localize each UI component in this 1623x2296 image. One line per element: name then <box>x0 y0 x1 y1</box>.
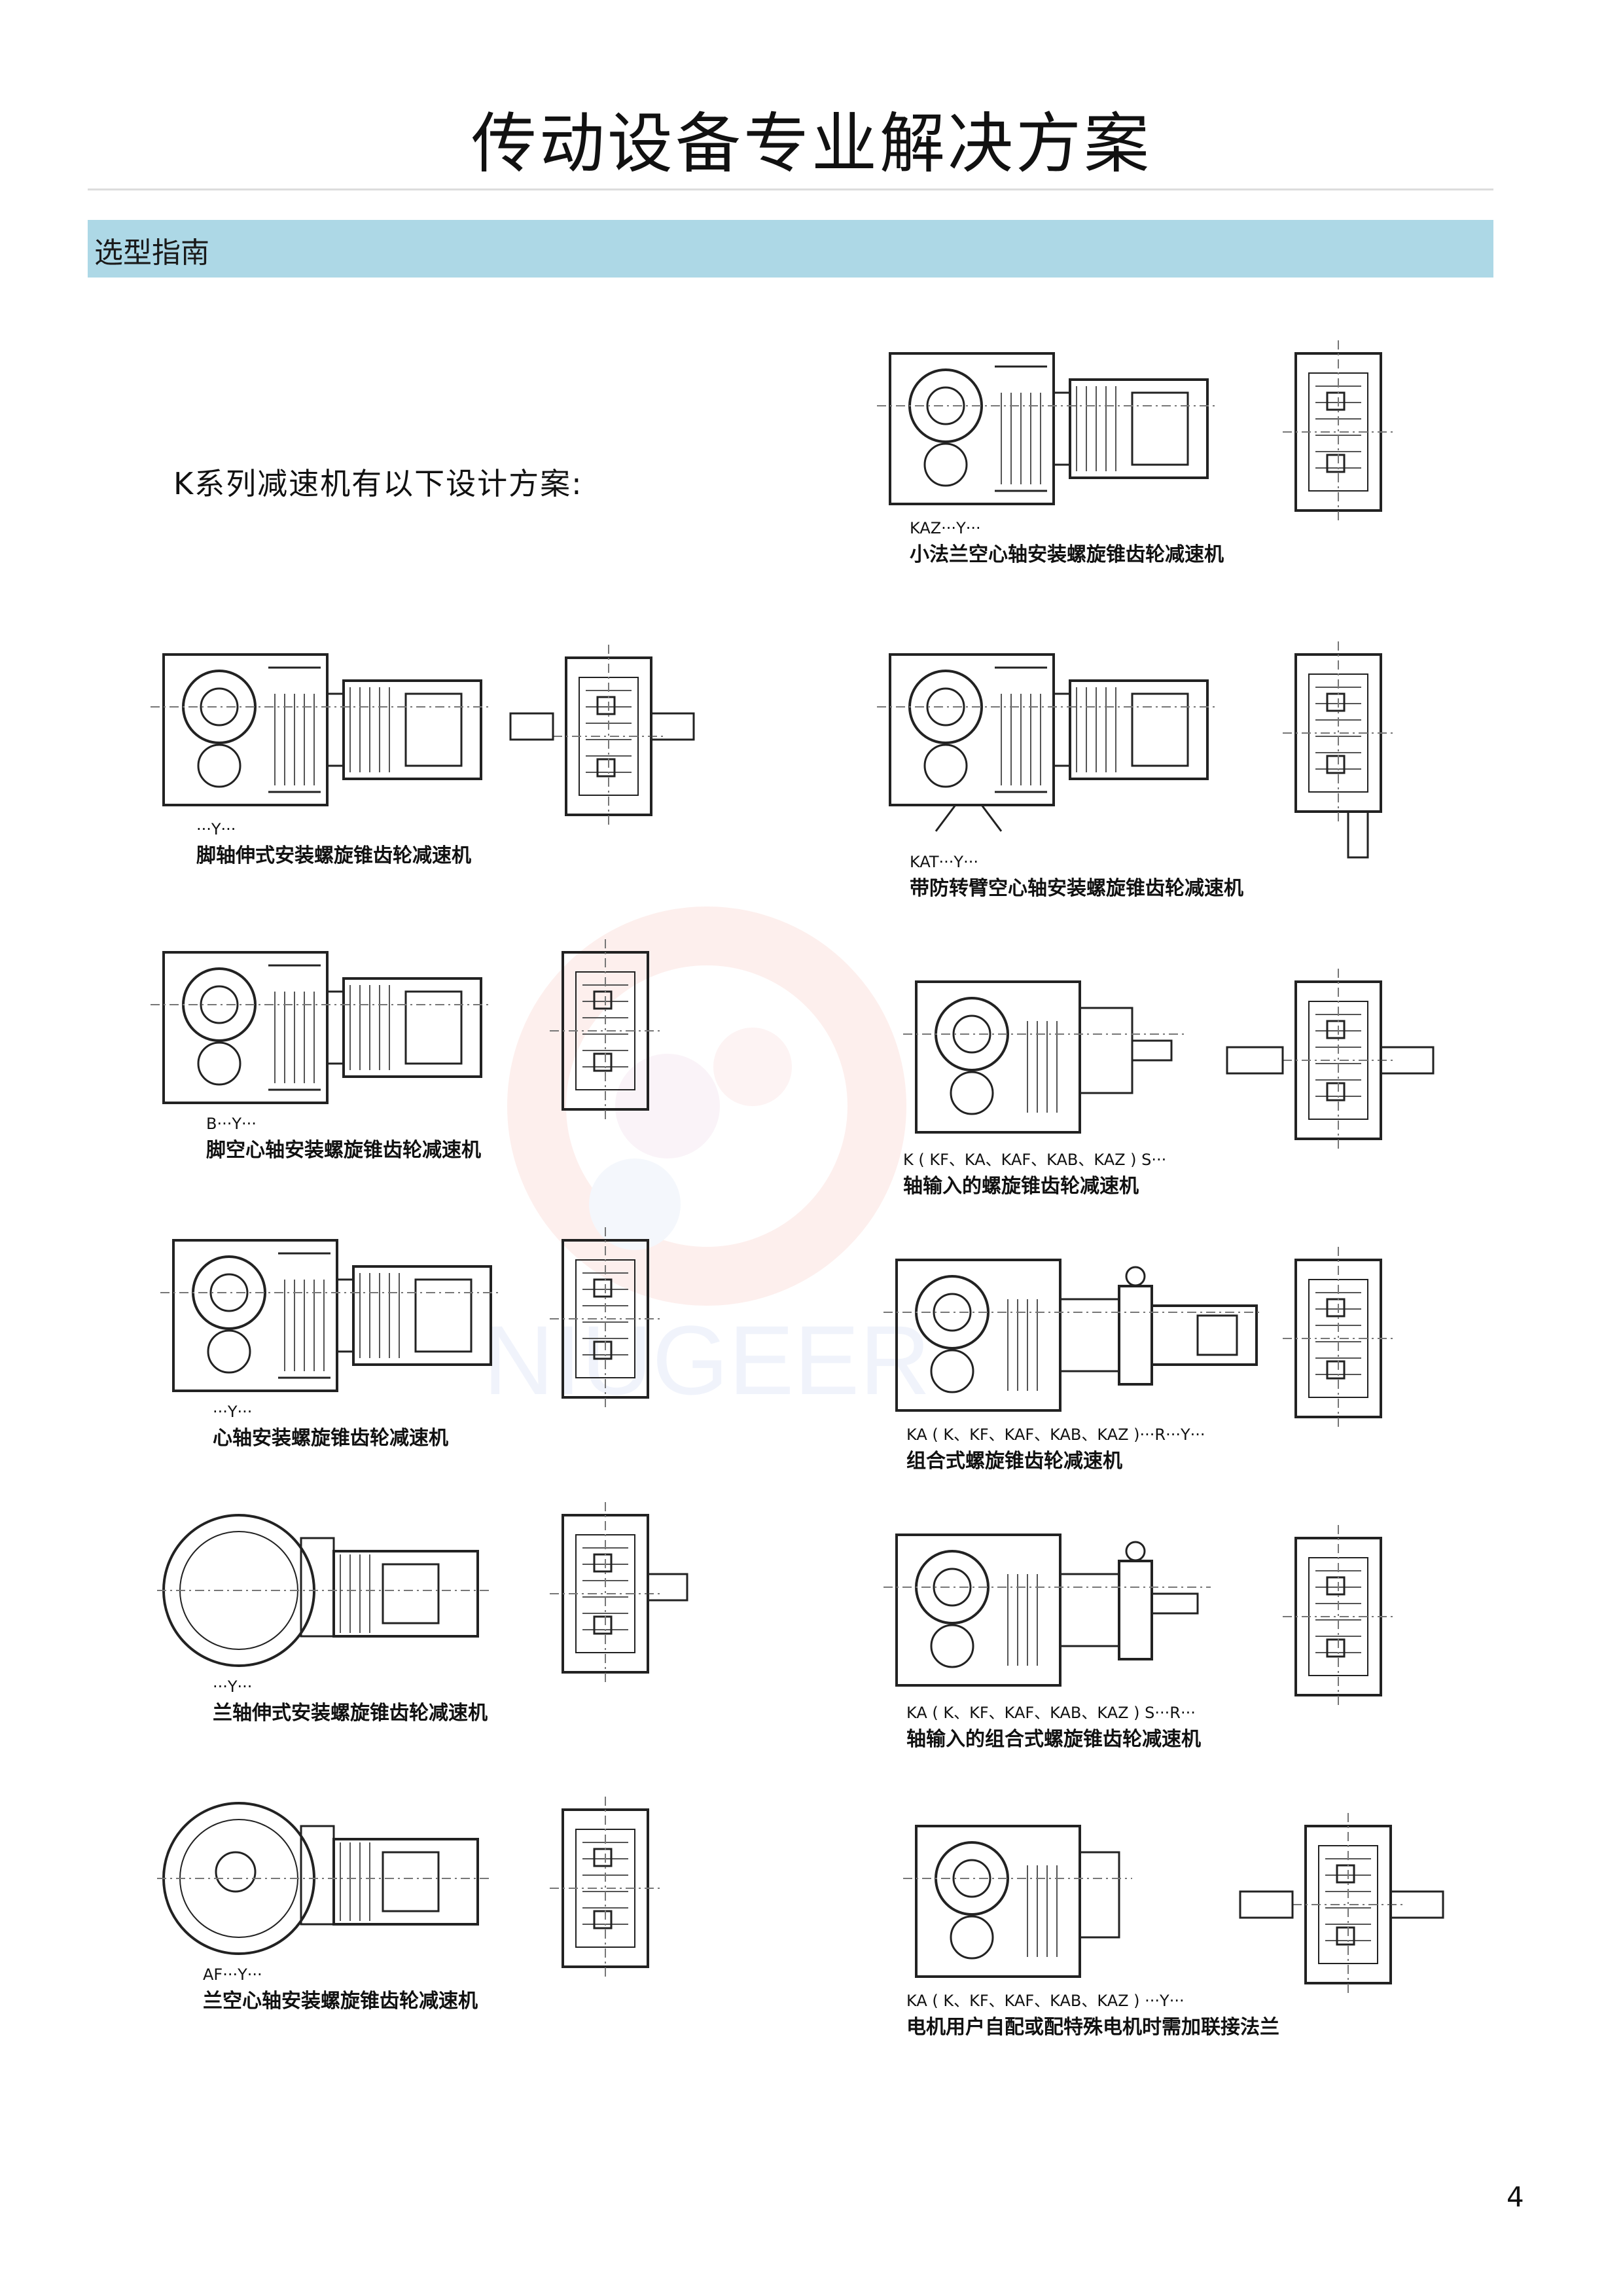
model-code: KAZ···Y··· <box>910 519 981 537</box>
caption-left-3: ···Y··· 心轴安装螺旋锥齿轮减速机 <box>213 1401 448 1454</box>
drawing-right-3 <box>903 980 1185 1134</box>
model-code: ···Y··· <box>213 1403 253 1421</box>
caption-left-2: B···Y··· 脚空心轴安装螺旋锥齿轮减速机 <box>206 1113 481 1166</box>
drawing-left-4 <box>157 1514 491 1667</box>
caption-right-5: KA ( K、KF、KAF、KAB、KAZ ) S···R··· 轴输入的组合式螺… <box>906 1702 1201 1755</box>
model-code: K ( KF、KA、KAF、KAB、KAZ ) S··· <box>903 1151 1167 1169</box>
model-label: 兰空心轴安装螺旋锥齿轮减速机 <box>203 1990 478 2013</box>
model-code: AF···Y··· <box>203 1965 262 1984</box>
side-view-left-4 <box>548 1501 688 1687</box>
page-title: 传动设备专业解决方案 <box>471 105 1152 182</box>
side-view-left-3 <box>548 1226 662 1412</box>
side-view-right-2 <box>1281 640 1395 859</box>
model-label: 轴输入的螺旋锥齿轮减速机 <box>903 1175 1139 1198</box>
side-view-right-3 <box>1226 967 1435 1153</box>
model-code: KA ( K、KF、KAF、KAB、KAZ )···R···Y··· <box>906 1426 1205 1444</box>
model-label: 兰轴伸式安装螺旋锥齿轮减速机 <box>213 1702 488 1725</box>
drawing-left-3 <box>159 1239 502 1392</box>
caption-right-2: KAT···Y··· 带防转臂空心轴安装螺旋锥齿轮减速机 <box>910 851 1243 905</box>
watermark-logo: NIUGEER <box>483 906 931 1415</box>
caption-right-1: KAZ···Y··· 小法兰空心轴安装螺旋锥齿轮减速机 <box>910 517 1224 571</box>
caption-left-1: ···Y··· 脚轴伸式安装螺旋锥齿轮减速机 <box>196 818 471 872</box>
side-view-left-1 <box>509 643 695 829</box>
drawing-right-1 <box>876 352 1219 505</box>
model-code: KAT···Y··· <box>910 853 978 871</box>
model-code: B···Y··· <box>206 1115 257 1133</box>
side-view-right-6 <box>1239 1812 1444 1998</box>
caption-left-4: ···Y··· 兰轴伸式安装螺旋锥齿轮减速机 <box>213 1676 488 1729</box>
model-code: KA ( K、KF、KAF、KAB、KAZ ) S···R··· <box>906 1704 1196 1722</box>
watermark-text: NIUGEER <box>483 1305 930 1415</box>
side-view-right-1 <box>1281 339 1395 525</box>
caption-right-3: K ( KF、KA、KAF、KAB、KAZ ) S··· 轴输入的螺旋锥齿轮减速机 <box>903 1149 1166 1202</box>
model-label: 脚轴伸式安装螺旋锥齿轮减速机 <box>196 844 471 867</box>
drawing-left-1 <box>149 653 492 806</box>
drawing-right-6 <box>903 1825 1132 1978</box>
side-view-right-4 <box>1281 1246 1395 1431</box>
intro-text: K系列减速机有以下设计方案: <box>173 466 583 501</box>
model-label: 带防转臂空心轴安装螺旋锥齿轮减速机 <box>910 877 1243 900</box>
caption-left-5: AF···Y··· 兰空心轴安装螺旋锥齿轮减速机 <box>203 1964 478 2017</box>
model-label: 组合式螺旋锥齿轮减速机 <box>906 1450 1122 1473</box>
side-view-right-5 <box>1281 1524 1395 1710</box>
drawing-left-2 <box>149 951 492 1104</box>
page-number: 4 <box>1507 2181 1524 2213</box>
drawing-right-2 <box>876 653 1219 832</box>
model-label: 电机用户自配或配特殊电机时需加联接法兰 <box>906 2016 1279 2039</box>
model-label: 心轴安装螺旋锥齿轮减速机 <box>213 1427 448 1450</box>
model-label: 小法兰空心轴安装螺旋锥齿轮减速机 <box>910 543 1224 566</box>
drawing-right-4 <box>883 1259 1263 1412</box>
caption-right-4: KA ( K、KF、KAF、KAB、KAZ )···R···Y··· 组合式螺旋锥… <box>906 1424 1205 1477</box>
model-code: ···Y··· <box>196 820 236 838</box>
header-divider <box>88 188 1493 190</box>
model-label: 脚空心轴安装螺旋锥齿轮减速机 <box>206 1139 481 1162</box>
side-view-left-5 <box>548 1795 662 1981</box>
drawing-right-5 <box>883 1534 1211 1687</box>
model-label: 轴输入的组合式螺旋锥齿轮减速机 <box>906 1728 1201 1751</box>
side-view-left-2 <box>548 938 662 1124</box>
drawing-left-5 <box>157 1802 491 1955</box>
model-code: ···Y··· <box>213 1677 253 1696</box>
caption-right-6: KA ( K、KF、KAF、KAB、KAZ ) ···Y··· 电机用户自配或配特… <box>906 1990 1279 2043</box>
section-title: 选型指南 <box>94 236 209 270</box>
section-header: 选型指南 <box>88 220 1493 278</box>
model-code: KA ( K、KF、KAF、KAB、KAZ ) ···Y··· <box>906 1992 1185 2010</box>
